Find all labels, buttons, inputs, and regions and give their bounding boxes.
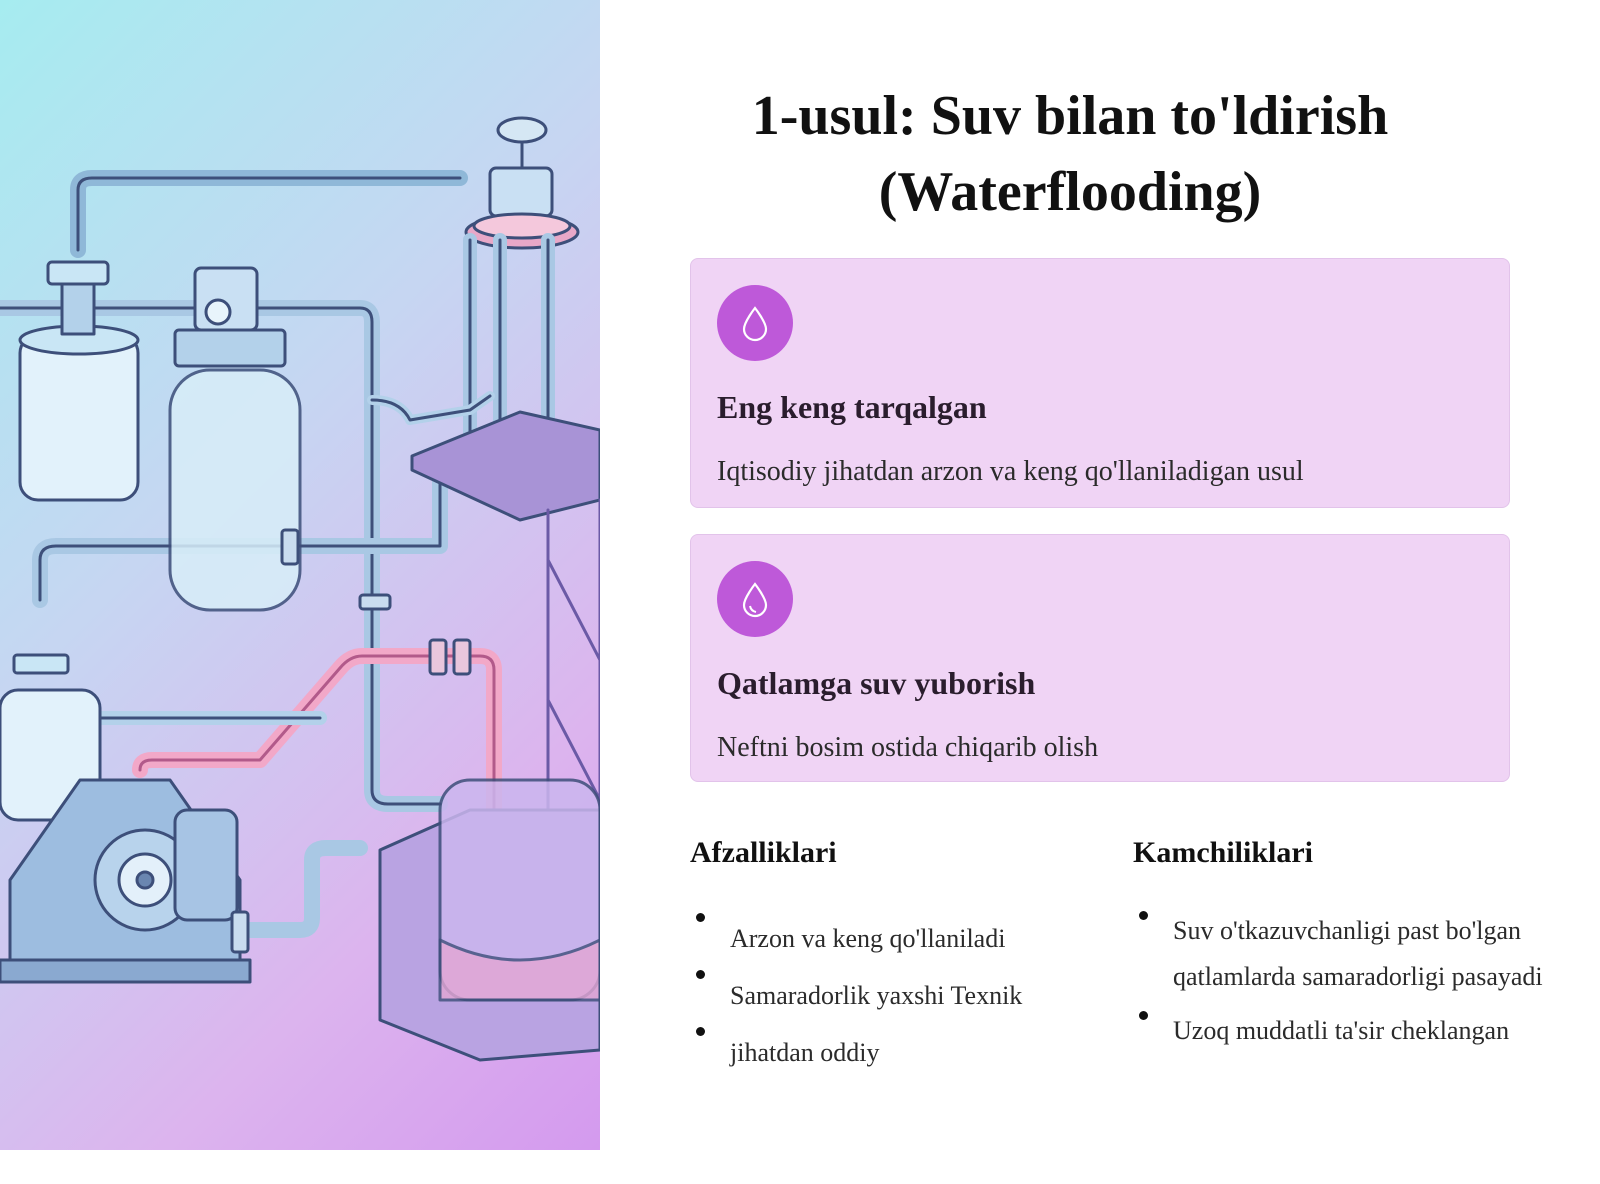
list-item: Suv o'tkazuvchanligi past bo'lgan qatlam… bbox=[1133, 908, 1573, 1000]
advantages-heading: Afzalliklari bbox=[690, 836, 837, 869]
list-item: Uzoq muddatli ta'sir cheklangan bbox=[1133, 1008, 1573, 1054]
page-title: 1-usul: Suv bilan to'ldirish (Waterflood… bbox=[751, 85, 1389, 223]
feature-card-most-common: Eng keng tarqalgan Iqtisodiy jihatdan ar… bbox=[690, 258, 1510, 508]
card-description: Iqtisodiy jihatdan arzon va keng qo'llan… bbox=[717, 456, 1304, 487]
illustration-panel bbox=[0, 0, 600, 1150]
disadvantages-list: Suv o'tkazuvchanligi past bo'lgan qatlam… bbox=[1133, 908, 1573, 1062]
disadvantages-heading: Kamchiliklari bbox=[1133, 836, 1313, 869]
list-item: jihatdan oddiy bbox=[690, 1024, 1090, 1081]
feature-card-reservoir-injection: Qatlamga suv yuborish Neftni bosim ostid… bbox=[690, 534, 1510, 782]
water-drop-icon bbox=[717, 561, 793, 637]
card-title: Eng keng tarqalgan bbox=[717, 389, 987, 425]
card-title: Qatlamga suv yuborish bbox=[717, 665, 1036, 701]
water-drop-icon bbox=[717, 285, 793, 361]
list-item: Arzon va keng qo'llaniladi bbox=[690, 910, 1090, 967]
advantages-list: Arzon va keng qo'llaniladi Samaradorlik … bbox=[690, 910, 1090, 1081]
water-injection-plant-illustration bbox=[0, 116, 600, 1062]
card-description: Neftni bosim ostida chiqarib olish bbox=[717, 732, 1099, 763]
list-item: Samaradorlik yaxshi Texnik bbox=[690, 967, 1090, 1024]
